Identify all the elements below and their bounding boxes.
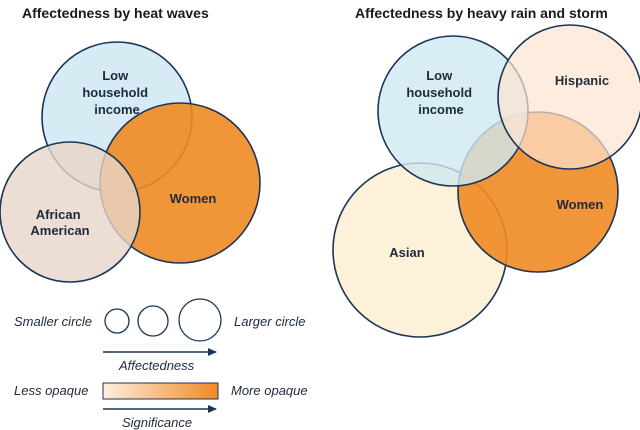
- rain-label-hispanic: Hispanic: [555, 73, 609, 88]
- heat-panel-title: Affectedness by heat waves: [22, 5, 209, 21]
- significance-label: Significance: [122, 415, 192, 430]
- heat-label-african-american: African American: [30, 207, 89, 238]
- legend-opacity-gradient-bar: [102, 382, 219, 400]
- rain-panel-title: Affectedness by heavy rain and storm: [355, 5, 608, 21]
- heat-label-women: Women: [170, 191, 217, 206]
- legend-more-opaque-label: More opaque: [231, 383, 308, 398]
- affectedness-label: Affectedness: [118, 358, 195, 373]
- legend-opacity: Less opaque More opaque Significance: [14, 382, 308, 430]
- rain-label-asian: Asian: [389, 245, 424, 260]
- heat-label-low-income: Low household income: [82, 68, 151, 117]
- rain-circle-hispanic: [497, 24, 640, 170]
- legend-size: Smaller circle Larger circle Affectednes…: [14, 298, 306, 373]
- legend-large-circle: [178, 298, 222, 342]
- legend-small-circle: [104, 308, 130, 334]
- rain-panel: Low household income Hispanic Women Asia…: [332, 24, 640, 338]
- rain-label-women: Women: [557, 197, 604, 212]
- legend-medium-circle: [137, 305, 169, 337]
- heat-panel: Low household income Women African Ameri…: [0, 41, 261, 283]
- rain-label-low-income: Low household income: [406, 68, 475, 117]
- legend-less-opaque-label: Less opaque: [14, 383, 88, 398]
- heat-circle-african-american: [0, 141, 141, 283]
- legend-larger-circle-label: Larger circle: [234, 314, 306, 329]
- legend-smaller-circle-label: Smaller circle: [14, 314, 92, 329]
